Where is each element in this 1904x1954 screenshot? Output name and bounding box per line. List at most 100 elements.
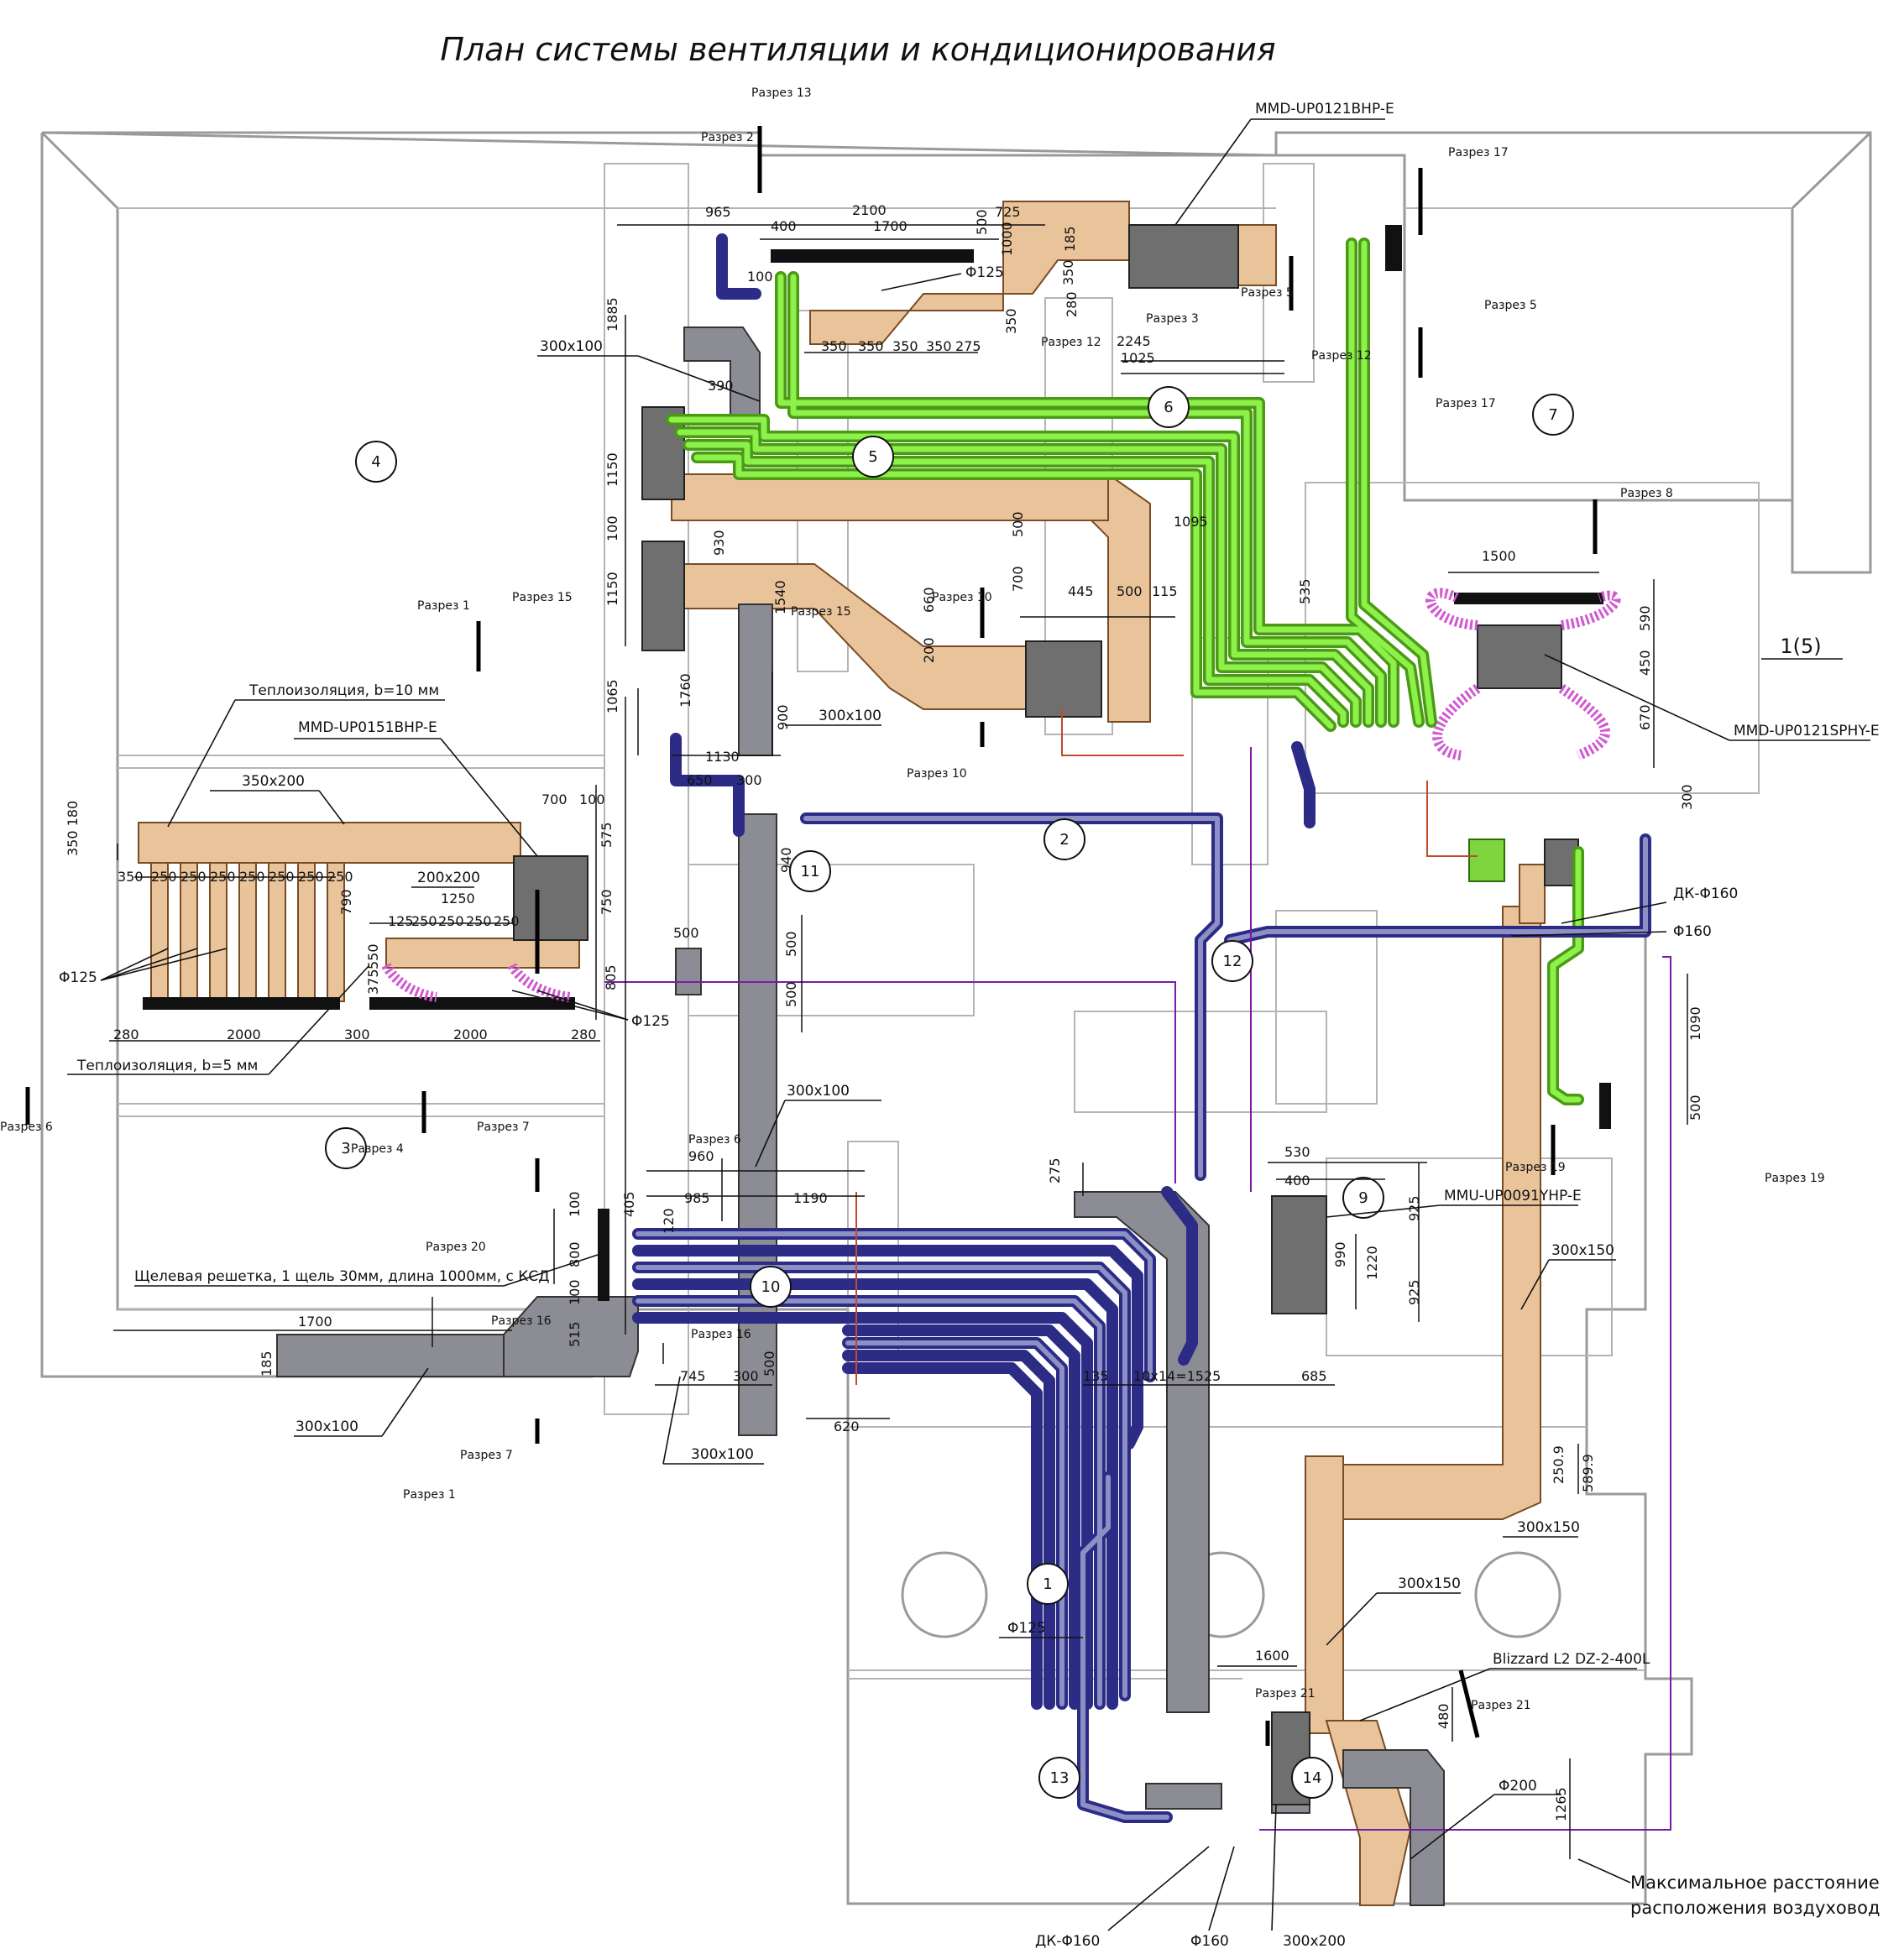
label-section-15-left: Разрез 15 [512,591,573,604]
zone-9: 9 [1358,1189,1368,1207]
dim-1700-low: 1700 [298,1314,332,1330]
dim-350-d: 350 [926,338,952,354]
zone-12: 12 [1223,953,1242,970]
dim-125: 125 [388,913,414,929]
label-section-2: Разрез 2 [701,131,754,144]
dim-1090: 1090 [1687,1006,1703,1041]
dim-250-i: 250 [438,913,464,929]
dim-685: 685 [1301,1368,1327,1384]
label-section-10-top: Разрез 10 [932,591,992,604]
label-phi160-b: Φ160 [1190,1933,1229,1950]
zone-ref-label: 1(5) [1780,635,1821,658]
dim-300-c: 300 [733,1368,759,1384]
dim-670: 670 [1637,704,1653,730]
label-section-1: Разрез 1 [403,1488,456,1502]
dim-250-k: 250 [494,913,520,929]
dim-450: 450 [1637,650,1653,676]
zone-11: 11 [801,863,820,880]
label-300x100-d: 300x100 [296,1418,358,1435]
label-section-10: Разрез 10 [907,767,967,781]
zone-7: 7 [1548,406,1557,424]
dim-480: 480 [1436,1703,1452,1729]
duct-size-labels: 300x100 300x100 300x100 300x100 300x100 … [59,264,1738,1950]
section-markers [25,126,1598,1746]
dim-589-9: 589.9 [1580,1454,1596,1492]
dim-1025: 1025 [1121,350,1155,366]
dim-275: 275 [1047,1157,1063,1183]
dim-250-h: 250 [411,913,437,929]
dim-250-e: 250 [269,869,295,885]
unit-mmd-up0151bhp [513,855,588,941]
dim-2245: 2245 [1117,333,1151,349]
label-phi160-a: Φ160 [1673,923,1712,940]
dim-390: 390 [708,378,734,394]
exhaust-ducts [276,327,1445,1906]
dim-400-b: 400 [1284,1173,1310,1189]
dim-925-a: 925 [1406,1195,1422,1221]
dim-1885: 1885 [604,297,620,332]
dim-350-180: 350 180 [65,801,81,856]
dim-500-b: 500 [783,931,799,957]
label-section-4: Разрез 4 [351,1142,404,1156]
label-section-1-top: Разрез 1 [417,599,470,613]
dim-500-e: 500 [761,1351,777,1377]
dim-350-b: 350 [858,338,884,354]
label-unit-mmd-up0121bhp: MMD-UP0121BHP-E [1255,101,1394,118]
label-phi200: Φ200 [1499,1778,1537,1795]
dim-100-top: 100 [747,269,773,285]
dim-535: 535 [1297,578,1313,604]
refrigerant-pipes-green [666,238,1584,1105]
zone-markers: 4 5 6 7 2 11 12 3 9 10 1 13 14 1(5) [325,386,1843,1799]
label-200x200: 200x200 [417,870,480,886]
dim-900: 900 [775,704,791,730]
dim-350-c: 350 [892,338,918,354]
zone-6: 6 [1164,399,1173,416]
dim-405: 405 [621,1191,637,1217]
plan-title: План системы вентиляции и кондиционирова… [440,31,1275,68]
dim-1065: 1065 [604,679,620,713]
dim-1700: 1700 [873,218,908,234]
dim-280-top: 280 [1064,291,1080,317]
label-dk-phi160-a: ДК-Φ160 [1673,886,1738,902]
dim-550: 550 [365,943,381,969]
dim-1540: 1540 [772,580,788,614]
dim-100-b: 100 [579,792,605,807]
dim-500-top: 500 [974,209,990,235]
label-section-8: Разрез 8 [1620,487,1673,500]
dim-650: 650 [687,772,713,788]
dim-2000-a: 2000 [227,1027,261,1042]
grilles [143,225,1611,1301]
dim-2100: 2100 [852,202,887,218]
dim-300-right: 300 [1679,784,1695,810]
dim-250-g: 250 [327,869,353,885]
label-300x100-c: 300x100 [787,1083,850,1100]
dim-250-9: 250.9 [1551,1445,1567,1484]
dim-275-top: 275 [955,338,981,354]
dim-280-b: 280 [571,1027,597,1042]
zone-14: 14 [1303,1769,1322,1787]
label-section-12-left: Разрез 12 [1041,336,1101,349]
dim-750: 750 [599,889,615,915]
label-300x100-e: 300x100 [691,1446,754,1463]
label-phi125-left: Φ125 [59,969,97,986]
dim-350-a: 350 [821,338,847,354]
dim-1095: 1095 [1174,514,1208,530]
dim-1600: 1600 [1255,1648,1289,1664]
label-section-21: Разрез 21 [1471,1699,1531,1712]
dim-1130: 1130 [705,749,740,765]
label-insulation-5: Теплоизоляция, b=5 мм [76,1058,258,1074]
dim-1500: 1500 [1482,548,1516,564]
label-section-17: Разрез 17 [1436,397,1496,410]
label-section-21-left: Разрез 21 [1255,1687,1316,1701]
label-max-distance-1: Максимальное расстояние [1630,1873,1880,1893]
label-section-6: Разрез 6 [688,1133,741,1147]
dim-250-a: 250 [151,869,177,885]
label-phi125-right: Φ125 [631,1013,670,1030]
zone-5: 5 [868,448,877,466]
label-insulation-10: Теплоизоляция, b=10 мм [248,682,439,699]
dim-1150-b: 1150 [604,572,620,606]
dim-350-top: 350 [1060,259,1076,285]
dim-250-d: 250 [239,869,265,885]
dim-135: 135 [1083,1368,1109,1384]
supply-ducts-insulated [138,201,1546,1906]
